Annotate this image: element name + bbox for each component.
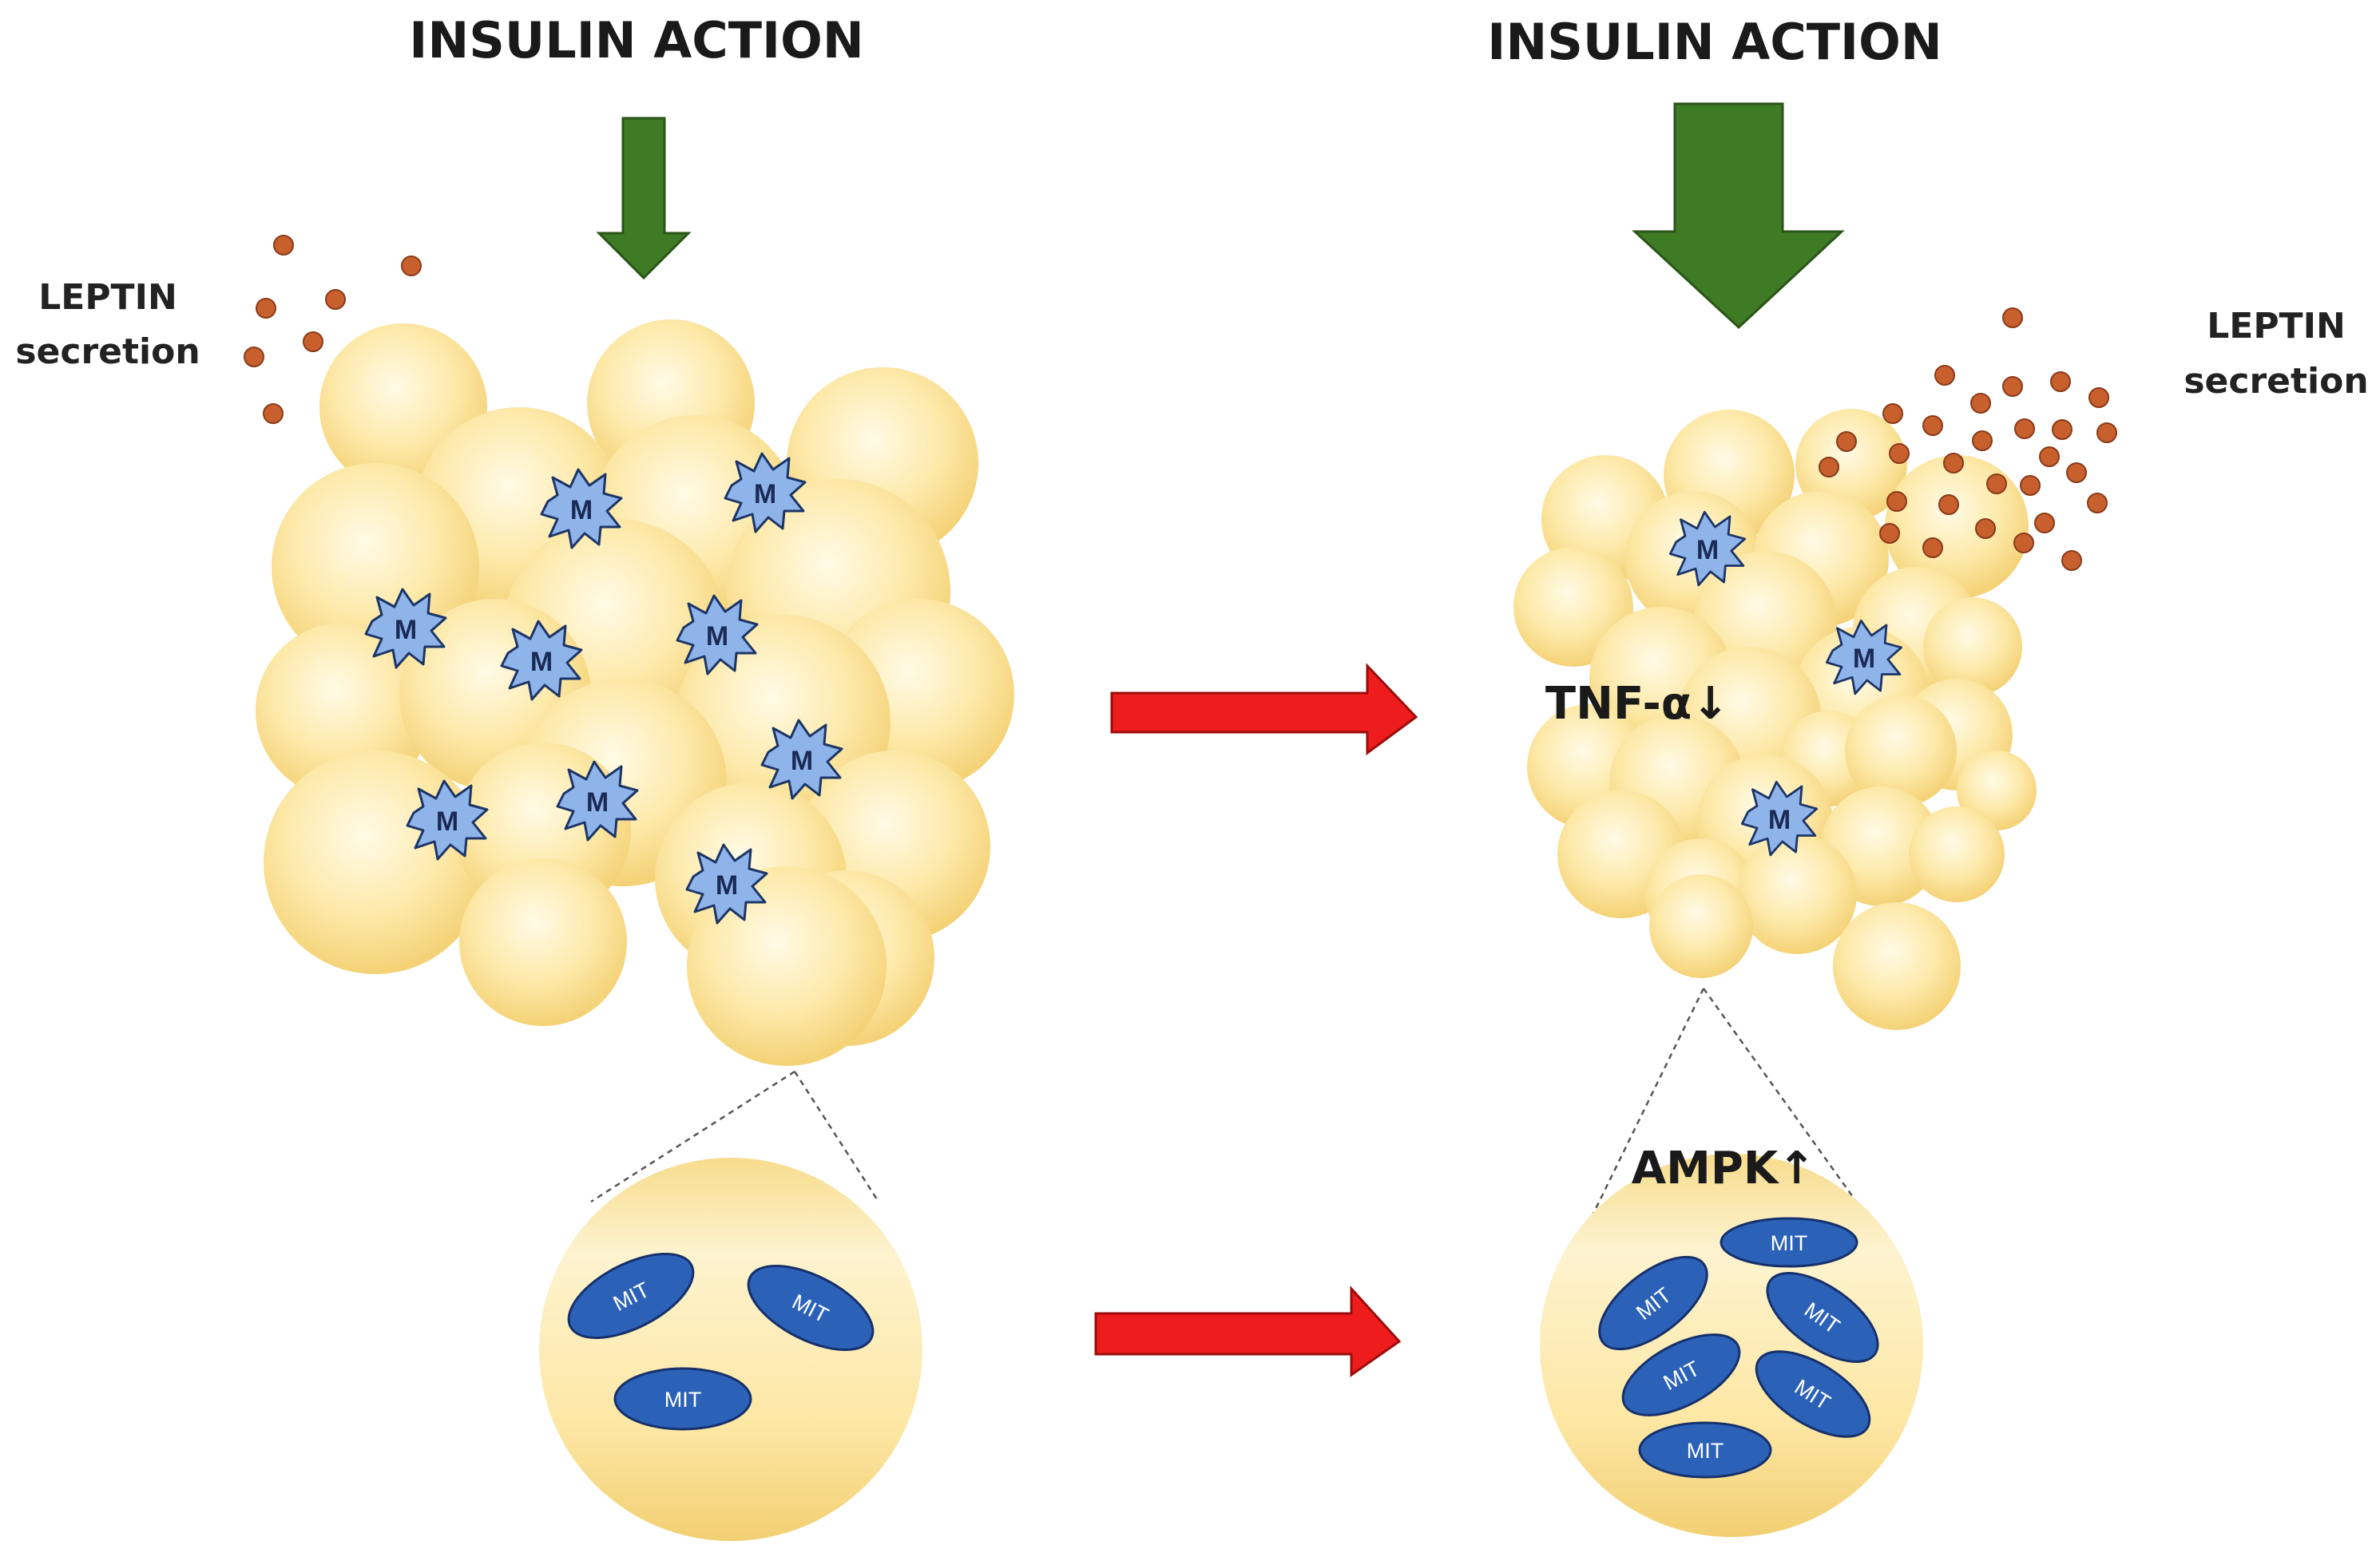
tnf-alpha-label: TNF-α↓ bbox=[1545, 678, 1729, 730]
right-zoomed-adipocyte: MIT MIT MIT MIT MIT MIT bbox=[1540, 1154, 1923, 1537]
mitochondrion: MIT bbox=[1755, 1350, 1871, 1438]
svg-text:M: M bbox=[716, 870, 738, 901]
svg-text:M: M bbox=[395, 615, 417, 645]
svg-text:M: M bbox=[754, 479, 776, 509]
left-leptin-label-line1: LEPTIN bbox=[38, 277, 177, 318]
right-title: INSULIN ACTION bbox=[1487, 13, 1942, 71]
macrophage-icon: M bbox=[500, 620, 583, 701]
macrophage-icon: M bbox=[1668, 510, 1747, 587]
macrophage-icon: M bbox=[1740, 780, 1819, 857]
svg-text:M: M bbox=[586, 787, 609, 818]
bottom-transition-arrow bbox=[1094, 1286, 1402, 1377]
right-insulin-arrow bbox=[1632, 102, 1845, 330]
svg-text:M: M bbox=[1768, 805, 1791, 835]
mitochondrion: MIT bbox=[613, 1367, 752, 1431]
top-transition-arrow bbox=[1110, 663, 1418, 755]
left-title: INSULIN ACTION bbox=[409, 11, 863, 69]
svg-text:M: M bbox=[436, 806, 458, 837]
left-leptin-label-line2: secretion bbox=[15, 331, 200, 372]
mitochondrion: MIT bbox=[747, 1264, 875, 1352]
mitochondrion: MIT bbox=[1720, 1217, 1858, 1268]
svg-text:M: M bbox=[1853, 644, 1875, 674]
left-zoomed-adipocyte: MIT MIT MIT bbox=[539, 1158, 922, 1541]
mitochondrion: MIT bbox=[1598, 1255, 1708, 1351]
svg-text:M: M bbox=[530, 647, 553, 677]
macrophage-icon: M bbox=[760, 719, 843, 800]
mitochondrion: MIT bbox=[1766, 1272, 1879, 1363]
mitochondrion: MIT bbox=[1621, 1333, 1741, 1416]
right-leptin-dots bbox=[1819, 307, 2117, 571]
svg-text:M: M bbox=[1696, 535, 1719, 565]
macrophage-icon: M bbox=[406, 779, 489, 861]
macrophage-icon: M bbox=[724, 452, 807, 533]
left-insulin-arrow bbox=[596, 117, 692, 280]
svg-text:M: M bbox=[706, 621, 728, 652]
macrophage-icon: M bbox=[685, 843, 768, 925]
macrophage-icon: M bbox=[1825, 619, 1903, 695]
left-adipocyte-cluster bbox=[256, 319, 1014, 1066]
svg-text:MIT: MIT bbox=[1687, 1439, 1724, 1463]
left-macrophages: M M M M M M M M bbox=[364, 452, 843, 925]
mitochondrion: MIT bbox=[1638, 1421, 1772, 1479]
macrophage-icon: M bbox=[556, 760, 639, 842]
macrophage-icon: M bbox=[364, 588, 447, 669]
svg-text:MIT: MIT bbox=[1771, 1231, 1808, 1255]
svg-text:M: M bbox=[791, 746, 813, 776]
ampk-label: AMPK↑ bbox=[1632, 1143, 1815, 1194]
right-macrophages: M M M bbox=[1668, 510, 1903, 857]
macrophage-icon: M bbox=[676, 594, 759, 675]
mitochondrion: MIT bbox=[567, 1252, 695, 1340]
macrophage-icon: M bbox=[540, 468, 623, 549]
svg-text:M: M bbox=[570, 495, 593, 525]
zoom-connector-lines bbox=[590, 988, 1866, 1214]
right-leptin-label-line1: LEPTIN bbox=[2207, 306, 2346, 347]
right-leptin-label-line2: secretion bbox=[2184, 361, 2368, 402]
svg-text:MIT: MIT bbox=[664, 1388, 702, 1412]
